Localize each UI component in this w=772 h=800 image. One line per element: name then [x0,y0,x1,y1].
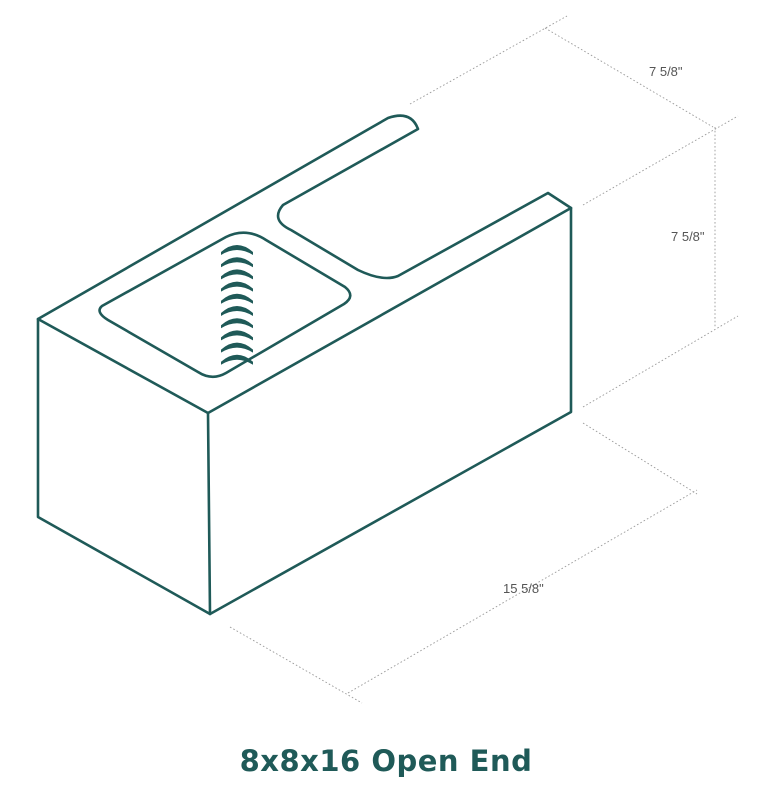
rebar-rib [221,269,253,280]
length-label: 15 5/8" [503,581,544,596]
rebar-icon [221,245,253,365]
rebar-rib [221,281,253,292]
height-label: 7 5/8" [671,229,705,244]
rebar-rib [221,257,253,268]
rebar-rib [221,330,253,341]
dimension-guides [229,15,739,704]
rebar-rib [221,318,253,329]
depth-extension-back [409,15,568,105]
rebar-rib [221,293,253,304]
height-extension-bottom [582,315,739,408]
rebar-rib [221,342,253,353]
length-extension-right [582,422,698,495]
block-top-outline [36,114,573,415]
block-core-cavity [98,231,352,379]
rebar-rib [221,354,253,365]
length-dimension-line [347,489,698,694]
block-front-face [208,206,573,616]
diagram-title: 8x8x16 Open End [239,744,533,778]
rebar-rib [221,245,253,255]
concrete-block [36,114,573,616]
rebar-rib [221,306,253,316]
depth-dimension-line [544,27,714,128]
block-illustration: 7 5/8" 7 5/8" 15 5/8" [36,15,739,704]
depth-label: 7 5/8" [649,64,683,79]
block-left-face [36,317,212,616]
length-extension-left [229,626,363,704]
depth-extension-front [582,115,739,206]
